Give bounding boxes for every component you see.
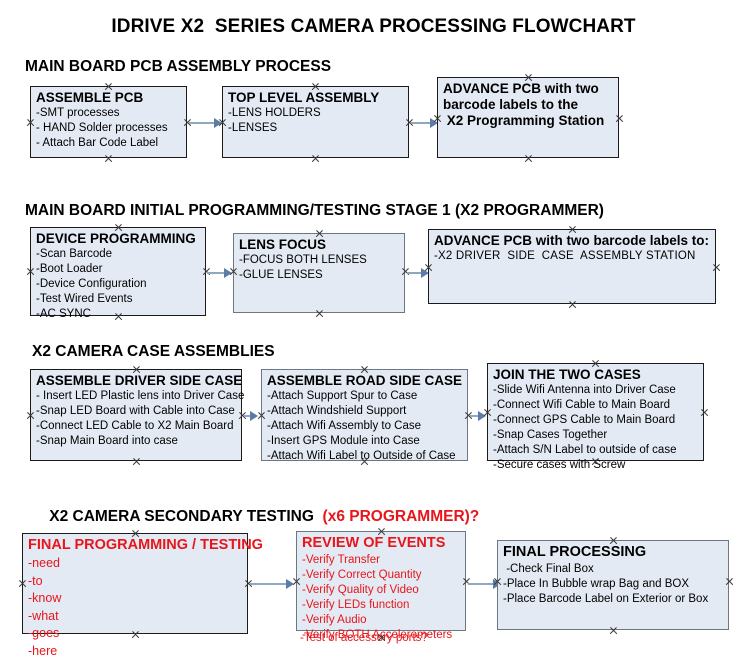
node-final-processing[interactable]: FINAL PROCESSING -Check Final Box -Place…	[497, 540, 729, 630]
connector-arrow	[470, 410, 486, 421]
node-line: -Attach Wifi Label to Outside of Case	[267, 450, 456, 462]
node-line: -goes	[28, 626, 60, 640]
node-line: -Place In Bubble wrap Bag and BOX	[503, 578, 690, 590]
section-heading-main-board-initial-programming: MAIN BOARD INITIAL PROGRAMMING/TESTING S…	[25, 202, 604, 219]
node-line: -Scan Barcode	[36, 248, 113, 260]
node-line: -Device Configuration	[36, 278, 147, 290]
node-line: -Verify BOTH Accelerometers	[302, 629, 453, 641]
node-final-programming-testing[interactable]: FINAL PROGRAMMING / TESTING -need -to -k…	[22, 533, 263, 658]
node-overflow-line: -Test of accessory ports?	[300, 632, 428, 644]
node-lens-focus[interactable]: LENS FOCUS -FOCUS BOTH LENSES -GLUE LENS…	[233, 233, 405, 313]
connector-arrow	[407, 267, 429, 278]
node-line: -Secure cases with Screw	[493, 459, 626, 471]
node-line: -Verify Quality of Video	[302, 584, 419, 596]
node-line: -know	[28, 591, 62, 605]
connector-arrow	[250, 578, 294, 589]
node-line: -LENSES	[228, 122, 278, 134]
section-heading-suffix: (x6 PROGRAMMER)?	[318, 508, 480, 525]
node-title: FINAL PROGRAMMING / TESTING	[28, 537, 263, 553]
node-title-line3: X2 Programming Station	[443, 113, 605, 128]
connector-arrow	[189, 117, 222, 128]
node-line: -Test Wired Events	[36, 293, 133, 305]
node-title: ASSEMBLE DRIVER SIDE CASE	[36, 373, 243, 388]
node-title: TOP LEVEL ASSEMBLY	[228, 90, 380, 105]
node-line: -Verify Correct Quantity	[302, 569, 422, 581]
node-line: -Verify LEDs function	[302, 599, 410, 611]
node-line: -SMT processes	[36, 107, 120, 119]
node-review-of-events[interactable]: REVIEW OF EVENTS -Verify Transfer -Verif…	[296, 531, 466, 641]
node-top-level-assembly[interactable]: TOP LEVEL ASSEMBLY -LENS HOLDERS -LENSES	[222, 86, 409, 158]
node-line: -here	[28, 643, 58, 658]
node-assemble-driver-side-case[interactable]: ASSEMBLE DRIVER SIDE CASE - Insert LED P…	[30, 369, 245, 461]
node-title: JOIN THE TWO CASES	[493, 367, 641, 382]
node-title: ADVANCE PCB with two	[443, 81, 599, 96]
node-line: -Slide Wifi Antenna into Driver Case	[493, 384, 676, 396]
node-join-the-two-cases[interactable]: JOIN THE TWO CASES -Slide Wifi Antenna i…	[487, 363, 704, 471]
node-line: - Attach Bar Code Label	[36, 137, 159, 149]
node-line: -Attach Windshield Support	[267, 405, 407, 417]
node-title: FINAL PROCESSING	[503, 544, 647, 560]
node-line: -Attach Support Spur to Case	[267, 390, 418, 402]
node-title-line2: barcode labels to the	[443, 97, 579, 112]
node-line: -Snap Cases Together	[493, 429, 608, 441]
node-line: -Connect Wifi Cable to Main Board	[493, 399, 671, 411]
node-line: -Verify Transfer	[302, 554, 380, 566]
node-title: LENS FOCUS	[239, 237, 327, 252]
connector-arrow	[207, 267, 232, 278]
section-heading-main-board-pcb-assembly: MAIN BOARD PCB ASSEMBLY PROCESS	[25, 58, 332, 75]
node-line: -need	[28, 556, 60, 570]
node-line: -Attach Wifi Assembly to Case	[267, 420, 422, 432]
node-line: -AC SYNC	[36, 308, 91, 320]
node-line: -Snap LED Board with Cable into Case	[36, 405, 235, 417]
node-line: -Boot Loader	[36, 263, 103, 275]
node-line: -LENS HOLDERS	[228, 107, 321, 119]
node-line: -Insert GPS Module into Case	[267, 435, 420, 447]
connector-arrow	[411, 117, 438, 128]
node-title: ASSEMBLE PCB	[36, 90, 144, 105]
node-title: ADVANCE PCB with two barcode labels to:	[434, 233, 710, 248]
page-title: IDRIVE X2 SERIES CAMERA PROCESSING FLOWC…	[111, 16, 636, 37]
node-line: -Connect LED Cable to X2 Main Board	[36, 420, 234, 432]
node-device-programming[interactable]: DEVICE PROGRAMMING -Scan Barcode -Boot L…	[30, 227, 206, 320]
section-heading-text: X2 CAMERA SECONDARY TESTING	[49, 508, 319, 525]
node-assemble-road-side-case[interactable]: ASSEMBLE ROAD SIDE CASE -Attach Support …	[261, 369, 468, 462]
node-advance-pcb-to-x2-programming-station[interactable]: ADVANCE PCB with two barcode labels to t…	[437, 77, 619, 158]
connector-arrow	[244, 410, 258, 421]
node-line: -FOCUS BOTH LENSES	[239, 254, 367, 266]
node-line: -Connect GPS Cable to Main Board	[493, 414, 676, 426]
node-line: -Place Barcode Label on Exterior or Box	[503, 593, 709, 605]
node-title: DEVICE PROGRAMMING	[36, 231, 196, 246]
node-advance-pcb-to-driver-side-case[interactable]: ADVANCE PCB with two barcode labels to: …	[428, 229, 716, 304]
node-line: -Verify Audio	[302, 614, 367, 626]
node-line: -X2 DRIVER SIDE CASE ASSEMBLY STATION	[434, 250, 696, 262]
node-title: REVIEW OF EVENTS	[302, 535, 446, 551]
node-line: -Check Final Box	[503, 563, 594, 575]
node-line: -Snap Main Board into case	[36, 435, 178, 447]
section-heading-x2-camera-secondary-testing: X2 CAMERA SECONDARY TESTING (x6 PROGRAMM…	[32, 490, 479, 544]
node-line: - HAND Solder processes	[36, 122, 168, 134]
node-line: -GLUE LENSES	[239, 269, 323, 281]
node-line: -what	[28, 608, 59, 623]
node-line: -to	[28, 573, 43, 588]
node-title: ASSEMBLE ROAD SIDE CASE	[267, 373, 463, 388]
node-line: - Insert LED Plastic lens into Driver Ca…	[36, 390, 245, 402]
section-heading-x2-camera-case-assemblies: X2 CAMERA CASE ASSEMBLIES	[32, 343, 275, 360]
node-assemble-pcb[interactable]: ASSEMBLE PCB -SMT processes - HAND Solde…	[30, 86, 187, 158]
node-line: -Attach S/N Label to outside of case	[493, 444, 677, 456]
